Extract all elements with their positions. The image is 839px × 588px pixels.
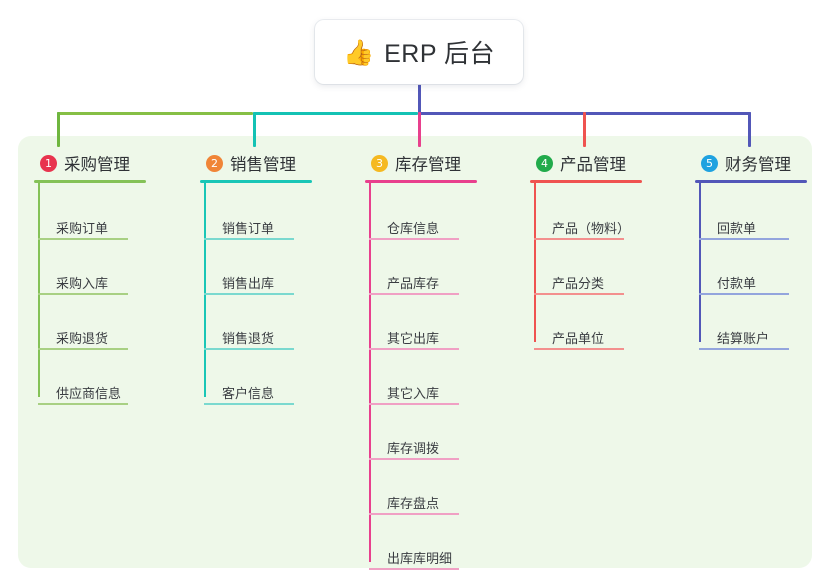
branch-column-5: 5 财务管理回款单付款单结算账户 [695, 146, 807, 350]
branch-item-label[interactable]: 出库库明细 [387, 551, 453, 566]
branch-item-label[interactable]: 销售退货 [222, 331, 275, 346]
branch-item-rule [369, 568, 459, 570]
branch-stub-4 [583, 112, 586, 147]
branch-item-rule [38, 403, 128, 405]
branch-item-rule [699, 293, 789, 295]
branch-header-rule [34, 180, 146, 183]
branch-stub-5 [748, 112, 751, 147]
branch-item-rule [369, 458, 459, 460]
branch-stub-1 [57, 112, 60, 147]
branch-title: 财务管理 [725, 156, 791, 174]
branch-stub-2 [253, 112, 256, 147]
branch-number-badge: 4 [536, 154, 553, 172]
hbar-segment-green [57, 112, 253, 115]
branch-item-label[interactable]: 回款单 [717, 221, 757, 236]
branch-item-rule [369, 293, 459, 295]
branch-column-1: 1 采购管理采购订单采购入库采购退货供应商信息 [34, 146, 146, 405]
branch-item-label[interactable]: 销售订单 [222, 221, 275, 236]
branch-item-rule [38, 348, 128, 350]
root-trunk-line [418, 84, 421, 115]
branch-item-label[interactable]: 产品分类 [552, 276, 605, 291]
branch-spine [534, 180, 536, 342]
branch-title: 采购管理 [64, 156, 130, 174]
branch-item-label[interactable]: 库存调拨 [387, 441, 440, 456]
branch-title: 销售管理 [230, 156, 296, 174]
root-node[interactable]: 👍 ERP 后台 [315, 20, 523, 84]
branch-item-rule [204, 403, 294, 405]
branch-item-rule [534, 293, 624, 295]
branch-item-rule [204, 348, 294, 350]
branch-item-rule [369, 403, 459, 405]
branch-number-badge: 2 [206, 154, 223, 172]
branch-item-label[interactable]: 采购订单 [56, 221, 109, 236]
branch-item-rule [204, 238, 294, 240]
branch-number-badge: 1 [40, 154, 57, 172]
branch-header-rule [200, 180, 312, 183]
branch-item-rule [369, 348, 459, 350]
branch-number-badge: 3 [371, 154, 388, 172]
branch-item-label[interactable]: 产品库存 [387, 276, 440, 291]
branch-spine [204, 180, 206, 397]
branch-item-label[interactable]: 库存盘点 [387, 496, 440, 511]
branch-item-label[interactable]: 产品（物料） [552, 221, 631, 236]
branch-column-3: 3 库存管理仓库信息产品库存其它出库其它入库库存调拨库存盘点出库库明细 [365, 146, 477, 570]
branch-title: 库存管理 [395, 156, 461, 174]
branch-column-2: 2 销售管理销售订单销售出库销售退货客户信息 [200, 146, 312, 405]
branch-title: 产品管理 [560, 156, 626, 174]
branch-item-rule [699, 238, 789, 240]
branch-item-label[interactable]: 采购退货 [56, 331, 109, 346]
branch-item-rule [204, 293, 294, 295]
branch-header-3[interactable]: 3 库存管理 [365, 146, 461, 180]
root-node-content: 👍 ERP 后台 [343, 34, 495, 70]
branch-item-label[interactable]: 销售出库 [222, 276, 275, 291]
branch-item-label[interactable]: 产品单位 [552, 331, 605, 346]
branch-spine [38, 180, 40, 397]
branch-spine [369, 180, 371, 562]
branch-item-rule [369, 238, 459, 240]
branch-item-rule [38, 293, 128, 295]
branch-header-rule [695, 180, 807, 183]
branch-stub-3 [418, 112, 421, 147]
branch-item-label[interactable]: 客户信息 [222, 386, 275, 401]
branch-item-rule [38, 238, 128, 240]
branch-header-rule [365, 180, 477, 183]
branch-item-label[interactable]: 付款单 [717, 276, 757, 291]
branch-item-label[interactable]: 结算账户 [717, 331, 770, 346]
branch-spine [699, 180, 701, 342]
branch-item-label[interactable]: 供应商信息 [56, 386, 122, 401]
branches-panel [18, 136, 812, 568]
branch-item-label[interactable]: 仓库信息 [387, 221, 440, 236]
branch-number-badge: 5 [701, 154, 718, 172]
branch-header-1[interactable]: 1 采购管理 [34, 146, 130, 180]
root-title: ERP 后台 [384, 40, 496, 68]
thumbs-up-icon: 👍 [342, 37, 375, 67]
branch-header-5[interactable]: 5 财务管理 [695, 146, 791, 180]
branch-item-label[interactable]: 采购入库 [56, 276, 109, 291]
branch-column-4: 4 产品管理产品（物料） 产品分类产品单位 [530, 146, 642, 350]
branch-item-label[interactable]: 其它入库 [387, 386, 440, 401]
branch-item-rule [534, 238, 624, 240]
branch-item-label[interactable]: 其它出库 [387, 331, 440, 346]
hbar-segment-teal [253, 112, 418, 115]
branch-item-rule [369, 513, 459, 515]
branch-header-rule [530, 180, 642, 183]
branch-item-rule [534, 348, 624, 350]
branch-header-2[interactable]: 2 销售管理 [200, 146, 296, 180]
branch-header-4[interactable]: 4 产品管理 [530, 146, 626, 180]
branch-item-rule [699, 348, 789, 350]
